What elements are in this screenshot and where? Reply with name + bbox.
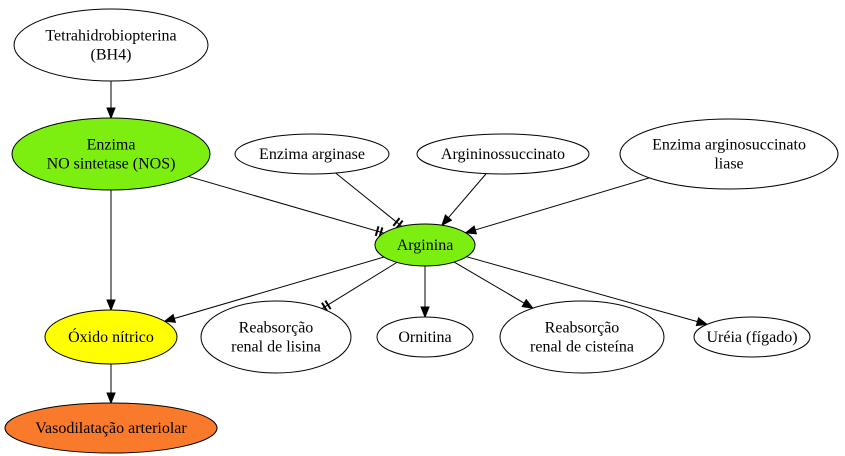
node-label: Uréia (fígado)	[706, 329, 797, 346]
node-bh4: Tetrahidrobiopterina (BH4)	[13, 8, 209, 82]
edge-line	[448, 173, 487, 218]
edge-line	[475, 177, 650, 231]
node-label: Ornitina	[398, 329, 451, 346]
edge-arginina-to-ureia	[466, 256, 709, 327]
nodes-layer: Tetrahidrobiopterina (BH4) Enzima NO sintet…	[4, 8, 839, 454]
node-label: Óxido nítrico	[68, 327, 154, 346]
node-ellipse	[200, 300, 352, 374]
arrowhead	[441, 214, 453, 227]
arrowhead	[420, 306, 430, 319]
node-liase: Enzima arginosuccinato liase	[619, 118, 839, 190]
edge-arginina-to-ornitina	[420, 266, 430, 319]
node-label: Reabsorção	[239, 320, 314, 337]
node-argininosuccinato: Argininossuccinato	[416, 133, 590, 175]
node-label: renal de lisina	[231, 339, 321, 356]
node-ellipse	[416, 133, 590, 175]
edge-argininosuccinato-to-arginina	[441, 173, 487, 227]
node-label: renal de cisteína	[530, 339, 634, 356]
node-ellipse	[11, 117, 211, 191]
node-label: Arginina	[397, 237, 454, 254]
arrowhead	[106, 392, 116, 405]
node-ellipse	[619, 118, 839, 190]
node-label: Vasodilatação arteriolar	[35, 420, 187, 437]
node-label: Tetrahidrobiopterina	[45, 28, 176, 45]
edge-line	[174, 256, 385, 319]
edge-line	[453, 261, 525, 304]
node-nos: Enzima NO sintetase (NOS)	[11, 117, 211, 191]
edge-line	[466, 256, 698, 323]
edge-arginina-to-cisteina	[453, 261, 534, 309]
arrowhead	[521, 298, 534, 309]
node-ellipse	[374, 223, 476, 267]
node-label: liase	[714, 156, 743, 173]
node-ornitina: Ornitina	[376, 316, 474, 358]
node-ellipse	[376, 316, 474, 358]
node-label: (BH4)	[91, 47, 132, 64]
node-lisina: Reabsorção renal de lisina	[200, 300, 352, 374]
edges-layer	[106, 81, 709, 405]
edge-arginina-to-oxido	[163, 256, 385, 323]
node-label: Enzima	[87, 137, 136, 154]
node-ellipse	[4, 402, 218, 454]
node-label: NO sintetase (NOS)	[47, 156, 176, 173]
edge-nos-to-oxido	[106, 190, 116, 312]
node-label: Argininossuccinato	[441, 146, 565, 163]
edge-line	[188, 175, 384, 234]
node-ellipse	[44, 309, 178, 365]
edge-nos-to-arginina	[188, 175, 384, 238]
edge-line	[321, 261, 398, 310]
edge-arginase-to-arginina	[335, 172, 404, 230]
inhibition-tick	[324, 300, 332, 310]
edge-bh4-to-nos	[106, 81, 116, 120]
arrowhead	[464, 225, 478, 235]
node-ellipse	[234, 133, 390, 175]
inhibition-tick	[392, 217, 401, 227]
node-arginase: Enzima arginase	[234, 133, 390, 175]
node-cisteina: Reabsorção renal de cisteína	[499, 300, 665, 374]
edge-oxido-to-vaso	[106, 364, 116, 405]
node-ellipse	[499, 300, 665, 374]
arrowhead	[695, 316, 709, 327]
node-ureia: Uréia (fígado)	[693, 316, 811, 358]
edge-liase-to-arginina	[464, 177, 650, 235]
inhibition-tick	[374, 226, 380, 237]
node-ellipse	[693, 316, 811, 358]
edge-arginina-to-lisina	[321, 261, 398, 312]
edge-line	[335, 172, 403, 227]
node-arginina: Arginina	[374, 223, 476, 267]
node-vaso: Vasodilatação arteriolar	[4, 402, 218, 454]
node-label: Enzima arginosuccinato	[652, 137, 806, 154]
node-oxido: Óxido nítrico	[44, 309, 178, 365]
node-ellipse	[13, 8, 209, 82]
node-label: Enzima arginase	[259, 146, 365, 163]
arrowhead	[163, 313, 177, 323]
arrowhead	[106, 299, 116, 312]
node-label: Reabsorção	[545, 320, 620, 337]
arrowhead	[106, 107, 116, 120]
